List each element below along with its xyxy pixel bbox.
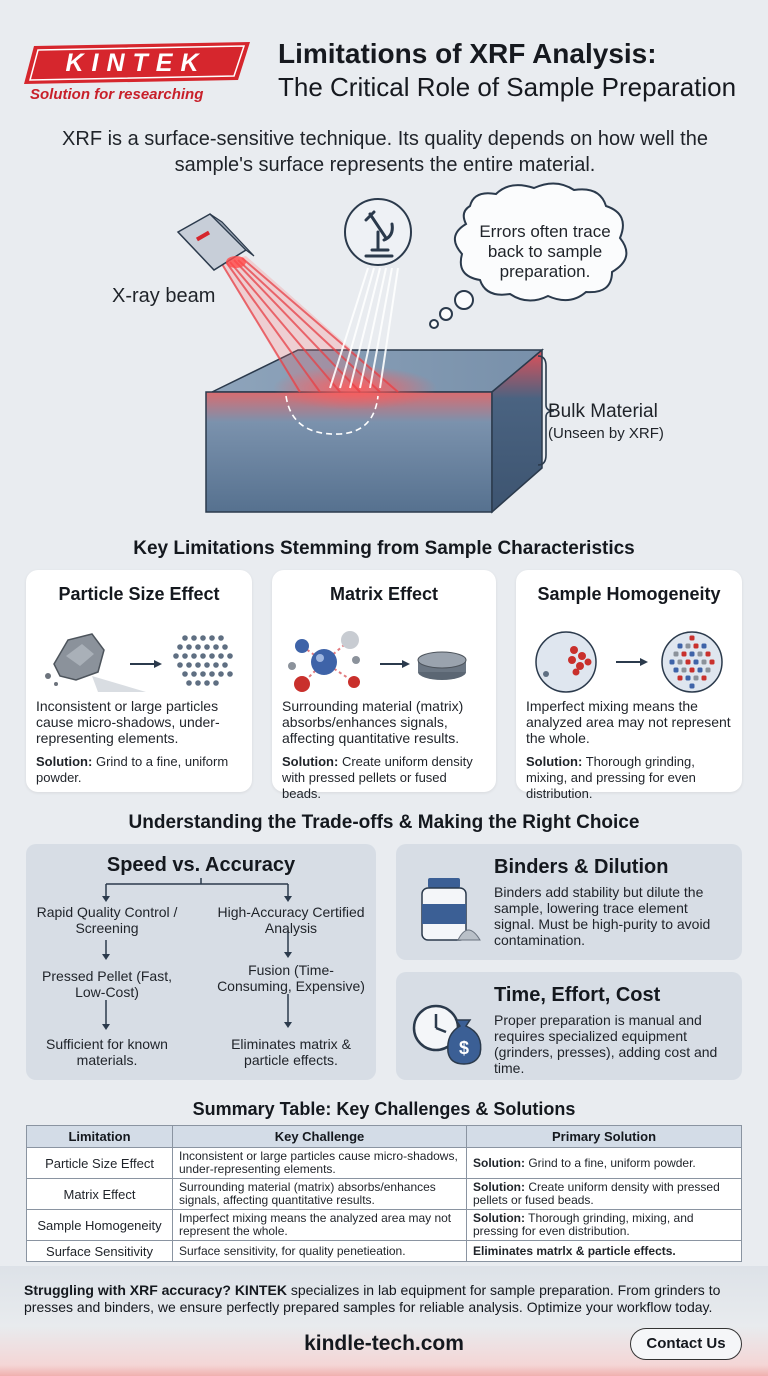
xrf-illustration bbox=[176, 182, 628, 514]
flow-eliminates: Eliminates matrix & particle effects. bbox=[231, 1036, 351, 1068]
particle-size-icon bbox=[45, 633, 233, 692]
table-header-row: Limitation Key Challenge Primary Solutio… bbox=[26, 1125, 742, 1148]
kintek-logo: KINTEK bbox=[24, 42, 250, 84]
card-sample-homogeneity: Sample Homogeneity Imperfect mixing mean… bbox=[516, 570, 742, 801]
binders-title: Binders & Dilution bbox=[494, 856, 669, 878]
flow-fusion: Fusion (Time-Consuming, Expensive) bbox=[217, 962, 365, 994]
tradeoffs-title: Understanding the Trade-offs & Making th… bbox=[128, 812, 640, 833]
bulk-material-label: Bulk Material bbox=[548, 401, 658, 422]
speed-vs-accuracy-panel: Speed vs. Accuracy Rapid Quality Control… bbox=[26, 844, 376, 1080]
table-row: Sample Homogeneity Imperfect mixing mean… bbox=[26, 1209, 742, 1241]
summary-table: Limitation Key Challenge Primary Solutio… bbox=[26, 1125, 742, 1262]
thought-bubble-text: Errors often trace back to sample prepar… bbox=[479, 222, 611, 281]
card-matrix-effect: Matrix Effect Surrounding material (matr… bbox=[272, 570, 496, 801]
table-row: Matrix Effect Surrounding material (matr… bbox=[26, 1178, 742, 1210]
time-effort-cost-panel: $ Time, Effort, Cost Proper preparation … bbox=[396, 972, 742, 1080]
homogeneity-icon bbox=[535, 631, 723, 693]
table-row: Particle Size Effect Inconsistent or lar… bbox=[26, 1147, 742, 1179]
card-description: Surrounding material (matrix) absorbs/en… bbox=[282, 698, 464, 746]
flow-rapid-qc: Rapid Quality Control / Screening bbox=[36, 904, 178, 936]
bottle-icon bbox=[421, 878, 481, 941]
table-row: Surface Sensitivity Surface sensitivity,… bbox=[26, 1240, 742, 1262]
card-description: Inconsistent or large particles cause mi… bbox=[36, 698, 220, 746]
card-title: Matrix Effect bbox=[329, 584, 439, 604]
contact-us-button[interactable]: Contact Us bbox=[630, 1328, 742, 1360]
binders-desc: Binders add stability but dilute the sam… bbox=[494, 884, 711, 948]
website-link[interactable]: kindle-tech.com bbox=[304, 1332, 464, 1355]
card-title: Sample Homogeneity bbox=[537, 584, 721, 604]
card-solution: Solution: Create uniform density with pr… bbox=[282, 754, 473, 801]
card-solution: Solution: Thorough grinding, mixing, and… bbox=[526, 754, 696, 801]
card-title: Particle Size Effect bbox=[58, 584, 220, 604]
card-description: Imperfect mixing means the analyzed area… bbox=[526, 698, 731, 746]
time-desc: Proper preparation is manual and require… bbox=[494, 1012, 718, 1076]
logo-tagline: Solution for researching bbox=[30, 86, 204, 103]
flow-pressed-pellet: Pressed Pellet (Fast, Low-Cost) bbox=[42, 968, 172, 1000]
card-solution: Solution: Grind to a fine, uniform powde… bbox=[36, 754, 229, 785]
matrix-effect-icon bbox=[288, 631, 467, 692]
time-title: Time, Effort, Cost bbox=[494, 984, 661, 1006]
page-subtitle: The Critical Role of Sample Preparation bbox=[278, 72, 737, 102]
summary-title: Summary Table: Key Challenges & Solution… bbox=[192, 1099, 576, 1119]
flow-sufficient: Sufficient for known materials. bbox=[46, 1036, 168, 1068]
x-ray-source-icon bbox=[176, 213, 255, 271]
svg-text:$: $ bbox=[459, 1038, 469, 1058]
card-particle-size: Particle Size Effect Inconsistent or lar… bbox=[26, 570, 252, 792]
flow-high-accuracy: High-Accuracy Certified Analysis bbox=[217, 904, 365, 936]
xray-beam-label: X-ray beam bbox=[112, 285, 216, 307]
page-title: Limitations of XRF Analysis: bbox=[278, 38, 657, 69]
microscope-icon bbox=[344, 198, 412, 266]
column-header: Primary Solution bbox=[466, 1125, 742, 1148]
sample-side-face bbox=[491, 348, 543, 514]
binders-panel: Binders & Dilution Binders add stability… bbox=[396, 844, 742, 960]
svg-text:KINTEK: KINTEK bbox=[65, 49, 206, 77]
intro-text: XRF is a surface-sensitive technique. It… bbox=[62, 128, 708, 176]
limitations-title: Key Limitations Stemming from Sample Cha… bbox=[133, 538, 635, 559]
column-header: Key Challenge bbox=[172, 1125, 467, 1148]
cta-text: Struggling with XRF accuracy? KINTEK spe… bbox=[24, 1282, 721, 1315]
sample-front-face bbox=[205, 391, 493, 513]
bulk-material-sublabel: (Unseen by XRF) bbox=[548, 425, 664, 442]
clock-money-icon: $ bbox=[412, 1004, 482, 1065]
panel-title: Speed vs. Accuracy bbox=[106, 854, 296, 876]
flow-arrows bbox=[102, 878, 292, 1030]
column-header: Limitation bbox=[26, 1125, 173, 1148]
